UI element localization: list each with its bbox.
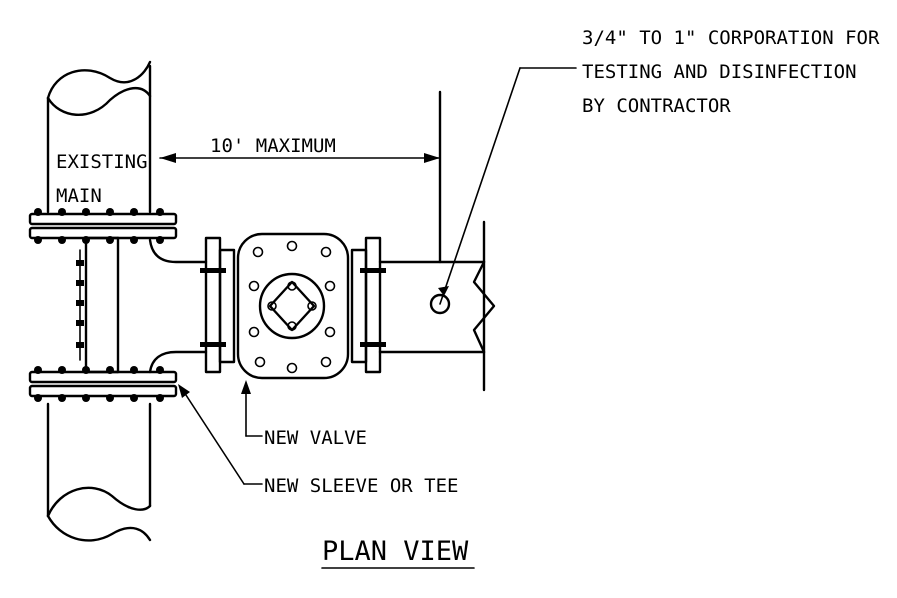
existing-main-pipe [46,60,152,542]
new-valve-label: NEW VALVE [264,427,367,449]
corporation-label-line3: BY CONTRACTOR [582,95,731,117]
corporation-label-line1: 3/4" TO 1" CORPORATION FOR [582,27,880,49]
existing-main-label-line2: MAIN [56,185,102,207]
dimension-line [159,90,442,264]
leader-lines [178,67,577,485]
new-pipe [378,220,496,392]
existing-main-label-line1: EXISTING [56,151,148,173]
corporation-tap [429,293,451,315]
corporation-label-line2: TESTING AND DISINFECTION [582,61,857,83]
new-valve [200,232,386,380]
dimension-label: 10' MAXIMUM [210,135,336,157]
view-title: PLAN VIEW [322,536,469,567]
new-sleeve-label: NEW SLEEVE OR TEE [264,475,458,497]
new-sleeve-or-tee [28,208,208,402]
